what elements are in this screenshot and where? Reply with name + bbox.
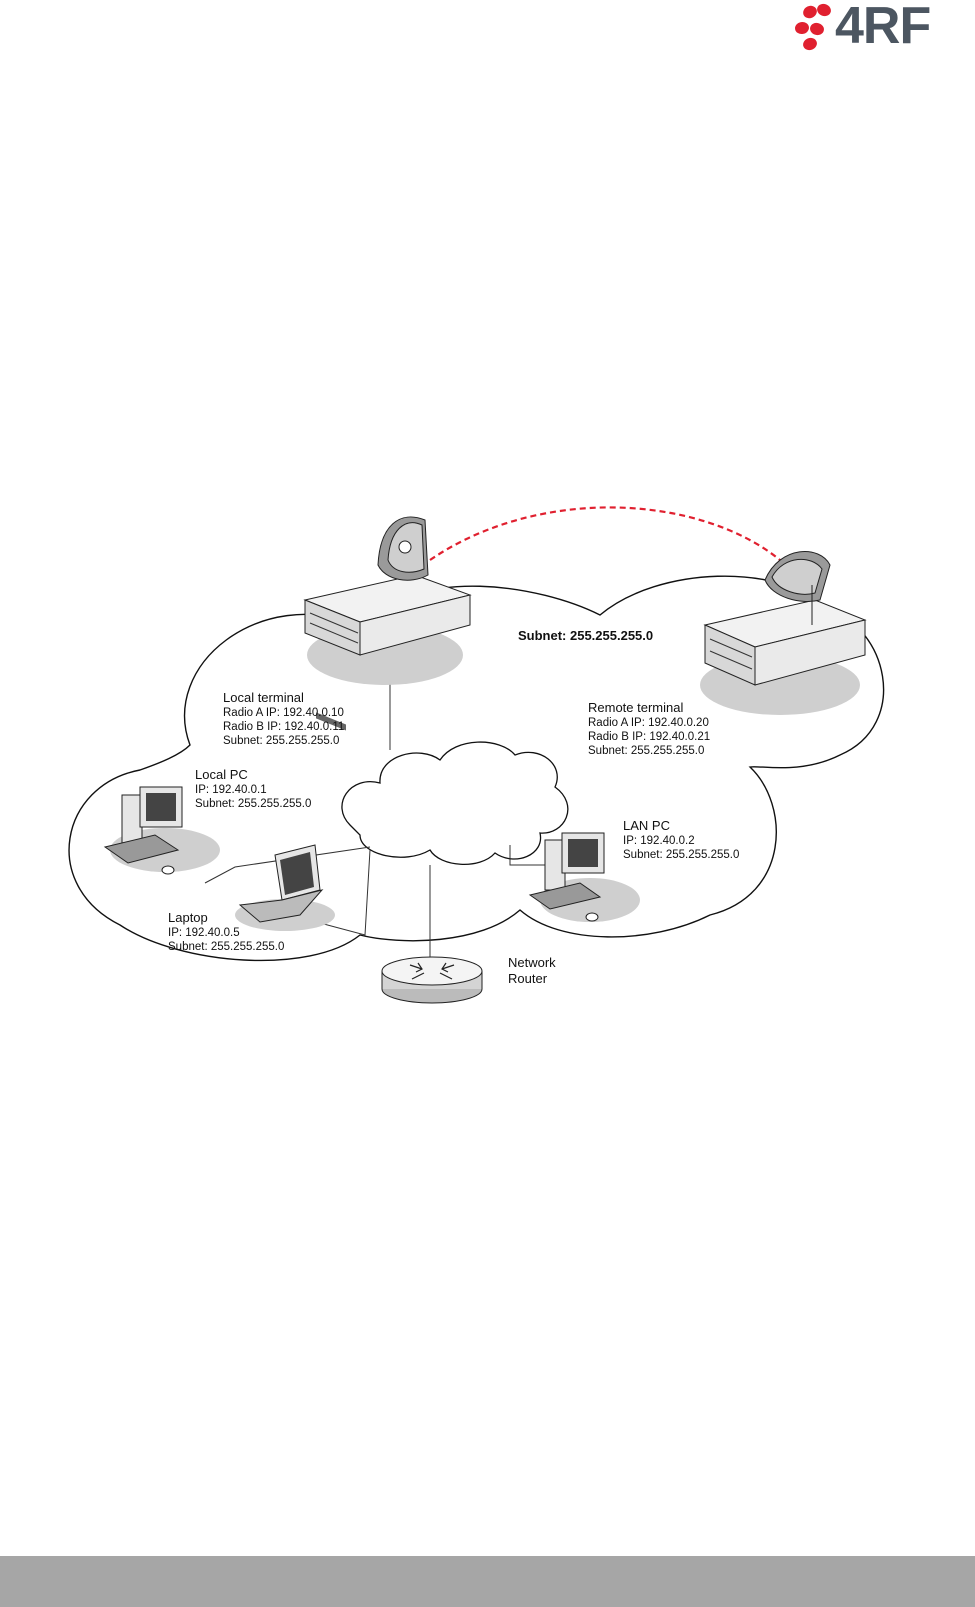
- lan-pc-ip: IP: 192.40.0.2: [623, 835, 695, 847]
- laptop-title: Laptop: [168, 910, 208, 925]
- router-line2: Router: [508, 971, 548, 986]
- router-line1: Network: [508, 955, 556, 970]
- lan-pc-title: LAN PC: [623, 818, 670, 833]
- laptop-ip: IP: 192.40.0.5: [168, 927, 240, 939]
- remote-terminal-title: Remote terminal: [588, 700, 684, 715]
- laptop-label: Laptop IP: 192.40.0.5 Subnet: 255.255.25…: [168, 910, 284, 954]
- remote-terminal-label: Remote terminal Radio A IP: 192.40.0.20 …: [588, 700, 710, 758]
- subnet-label: Subnet: 255.255.255.0: [518, 628, 654, 643]
- remote-terminal-rack: [700, 599, 867, 715]
- lan-pc-subnet: Subnet: 255.255.255.0: [623, 849, 740, 861]
- logo-text: 4RF: [835, 0, 931, 55]
- local-pc-label: Local PC IP: 192.40.0.1 Subnet: 255.255.…: [195, 767, 311, 811]
- lan-pc-label: LAN PC IP: 192.40.0.2 Subnet: 255.255.25…: [623, 818, 739, 862]
- local-terminal-title: Local terminal: [223, 690, 304, 705]
- local-pc-ip: IP: 192.40.0.1: [195, 784, 267, 796]
- local-radio-a-ip: Radio A IP: 192.40.0.10: [223, 707, 344, 719]
- logo-mark-icon: [795, 3, 831, 51]
- footer-bar: [0, 1556, 975, 1607]
- local-pc-title: Local PC: [195, 767, 248, 782]
- local-terminal-label: Local terminal Radio A IP: 192.40.0.10 R…: [223, 690, 344, 748]
- laptop-icon: [235, 844, 335, 931]
- lan-pc-icon: [528, 832, 640, 922]
- network-router-icon: [381, 956, 483, 1004]
- router-label: Network Router: [508, 955, 556, 987]
- remote-radio-b-ip: Radio B IP: 192.40.0.21: [588, 731, 711, 743]
- lan-cloud: [341, 741, 569, 865]
- network-links: [204, 675, 550, 967]
- microwave-link: [429, 506, 781, 561]
- company-logo: [790, 0, 965, 56]
- local-pc-subnet: Subnet: 255.255.255.0: [195, 798, 312, 810]
- laptop-subnet: Subnet: 255.255.255.0: [168, 941, 285, 953]
- remote-terminal-subnet: Subnet: 255.255.255.0: [588, 745, 705, 757]
- local-terminal-subnet: Subnet: 255.255.255.0: [223, 735, 340, 747]
- remote-radio-a-ip: Radio A IP: 192.40.0.20: [588, 717, 709, 729]
- local-pc-icon: [103, 786, 220, 875]
- local-terminal-rack: [303, 574, 472, 731]
- remote-dish-antenna: [764, 551, 831, 625]
- local-dish-antenna: [377, 516, 429, 581]
- local-radio-b-ip: Radio B IP: 192.40.0.11: [223, 721, 345, 733]
- network-diagram: Subnet: 255.255.255.0 Local terminal Rad…: [60, 505, 915, 1025]
